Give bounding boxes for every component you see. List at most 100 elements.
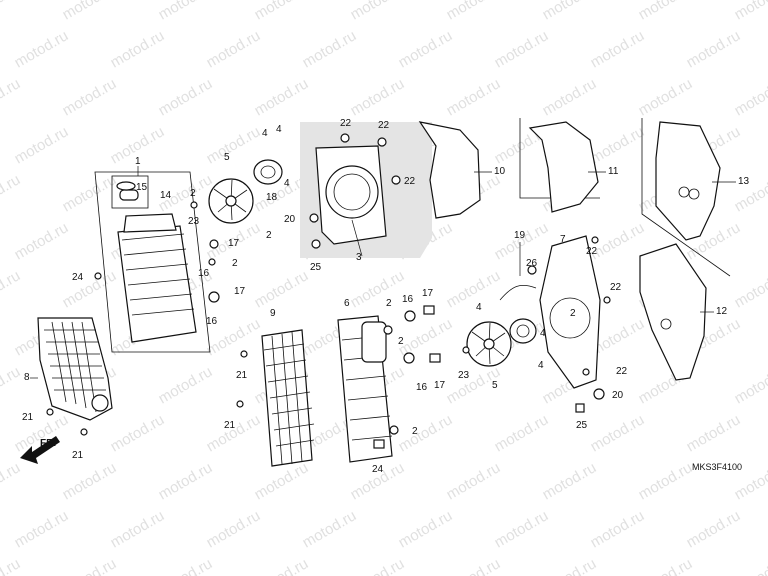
callout-16[interactable]: 16 [416,382,428,393]
callout-6[interactable]: 6 [344,298,350,309]
cooling-fan-left[interactable] [208,178,254,224]
callout-23[interactable]: 23 [188,216,200,227]
radiator-left-top-tank [123,213,177,233]
callout-4[interactable]: 4 [540,328,546,339]
radiator-grille-center[interactable] [261,329,315,467]
callout-24[interactable]: 24 [72,272,84,283]
watermark-text: motod.ru [12,219,72,263]
callout-2[interactable]: 2 [412,426,418,437]
callout-8[interactable]: 8 [24,372,30,383]
callout-16[interactable]: 16 [198,268,210,279]
fan-shroud-right[interactable] [539,235,601,389]
fan-hose [499,285,537,301]
callout-12[interactable]: 12 [716,306,728,317]
callout-16[interactable]: 16 [402,294,414,305]
radiator-center-core[interactable] [337,315,393,463]
callout-4[interactable]: 4 [276,124,282,135]
callout-1[interactable]: 1 [135,156,141,167]
callout-22[interactable]: 22 [340,118,352,129]
callout-4[interactable]: 4 [476,302,482,313]
callout-11[interactable]: 11 [608,166,619,177]
watermark-text: motod.ru [108,27,168,71]
callout-17[interactable]: 17 [434,380,446,391]
callout-22[interactable]: 22 [404,176,416,187]
watermark-text: motod.ru [348,0,408,23]
watermark-text: motod.ru [156,459,216,503]
cover-12[interactable] [639,243,707,381]
callout-25[interactable]: 25 [576,420,588,431]
callout-21[interactable]: 21 [22,412,34,423]
watermark-text: motod.ru [444,459,504,503]
callout-3[interactable]: 3 [356,252,362,263]
watermark-text: motod.ru [636,75,696,119]
callout-16[interactable]: 16 [206,316,218,327]
fan-motor-right[interactable] [509,318,537,344]
watermark-text: motod.ru [540,555,600,576]
callout-5[interactable]: 5 [224,152,230,163]
radiator-seal[interactable] [116,181,136,191]
callout-13[interactable]: 13 [738,176,750,187]
callout-4[interactable]: 4 [284,178,290,189]
watermark-text: motod.ru [540,459,600,503]
callout-18[interactable]: 18 [266,192,278,203]
watermark-text: motod.ru [252,0,312,23]
callout-22[interactable]: 22 [616,366,628,377]
callout-24[interactable]: 24 [372,464,384,475]
callout-4[interactable]: 4 [262,128,268,139]
cover-10[interactable] [418,121,481,219]
callout-26[interactable]: 26 [526,258,538,269]
watermark-text: motod.ru [588,123,648,167]
callout-9[interactable]: 9 [270,308,276,319]
radiator-left-core[interactable] [117,225,197,343]
callout-2[interactable]: 2 [570,308,576,319]
fan-motor-left[interactable] [253,159,283,185]
watermark-text: motod.ru [348,75,408,119]
leader-lines [30,166,736,379]
callout-17[interactable]: 17 [228,238,240,249]
callout-7[interactable]: 7 [560,234,566,245]
watermark-text: motod.ru [588,411,648,455]
callout-21[interactable]: 21 [236,370,248,381]
callout-2[interactable]: 2 [398,336,404,347]
callout-22[interactable]: 22 [378,120,390,131]
callout-19[interactable]: 19 [514,230,526,241]
watermark-text: motod.ru [60,459,120,503]
watermark-text: motod.ru [252,75,312,119]
callout-14[interactable]: 14 [160,190,172,201]
callout-5[interactable]: 5 [492,380,498,391]
watermark-text: motod.ru [204,123,264,167]
watermark-text: motod.ru [0,459,23,503]
watermark-text: motod.ru [492,27,552,71]
cover-13[interactable] [641,118,731,277]
callout-21[interactable]: 21 [72,450,84,461]
callout-17[interactable]: 17 [234,286,246,297]
callout-20[interactable]: 20 [284,214,296,225]
cover-11[interactable] [519,118,600,213]
callout-22[interactable]: 22 [610,282,622,293]
watermark-text: motod.ru [0,267,23,311]
radiator-grille-left[interactable] [37,317,113,421]
callout-22[interactable]: 22 [586,246,598,257]
callout-2[interactable]: 2 [232,258,238,269]
callout-10[interactable]: 10 [494,166,506,177]
callout-2[interactable]: 2 [386,298,392,309]
callout-15[interactable]: 15 [136,182,148,193]
watermark-text: motod.ru [156,555,216,576]
callout-17[interactable]: 17 [422,288,434,299]
watermark-text: motod.ru [204,411,264,455]
watermark-text: motod.ru [396,411,456,455]
watermark-text: motod.ru [684,27,744,71]
callout-20[interactable]: 20 [612,390,624,401]
callout-23[interactable]: 23 [458,370,470,381]
watermark-text: motod.ru [636,0,696,23]
fan-shroud-left[interactable] [300,122,432,258]
callout-25[interactable]: 25 [310,262,322,273]
callout-2[interactable]: 2 [190,188,196,199]
watermark-text: motod.ru [300,507,360,551]
cooling-fan-right[interactable] [466,321,512,367]
callout-21[interactable]: 21 [224,420,236,431]
callout-4[interactable]: 4 [538,360,544,371]
diagram-code: MKS3F4100 [692,462,742,472]
callout-2[interactable]: 2 [266,230,272,241]
watermark-text: motod.ru [60,0,120,23]
